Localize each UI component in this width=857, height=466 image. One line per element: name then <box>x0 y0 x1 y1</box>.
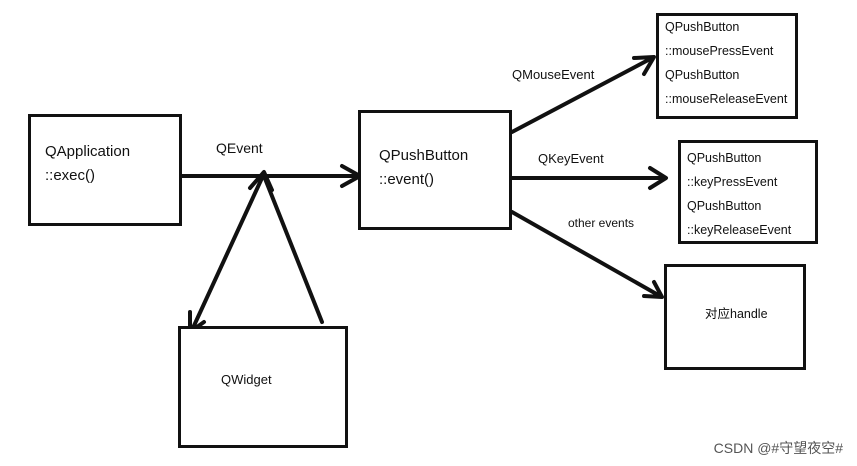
qwidget-node: QWidget <box>178 326 348 448</box>
qwidget-label: QWidget <box>221 372 272 387</box>
mouse-handlers-line4: ::mouseReleaseEvent <box>665 92 788 106</box>
mouse-handlers-line2: ::mousePressEvent <box>665 44 774 58</box>
key-handlers-node: QPushButton ::keyPressEvent QPushButton … <box>678 140 818 244</box>
other-handler-node: 对应handle <box>664 264 806 370</box>
edge-label-qevent: QEvent <box>216 140 263 156</box>
mouse-handlers-node: QPushButton ::mousePressEvent QPushButto… <box>656 13 798 119</box>
qpushbutton-event-line1: QPushButton <box>379 147 469 164</box>
arrow-qkeyevent <box>510 166 668 190</box>
qapplication-line1: QApplication <box>45 143 131 160</box>
qpushbutton-event-node: QPushButton ::event() <box>358 110 512 230</box>
arrow-other-events <box>510 210 664 299</box>
arrow-widget-to-event <box>248 170 324 324</box>
mouse-handlers-line3: QPushButton <box>665 68 740 82</box>
qapplication-line2: ::exec() <box>45 167 96 184</box>
mouse-handlers-line1: QPushButton <box>665 20 740 34</box>
arrow-event-to-widget <box>188 176 264 334</box>
arrow-qmouseevent <box>510 55 656 134</box>
edge-label-qkeyevent: QKeyEvent <box>538 151 604 166</box>
key-handlers-line1: QPushButton <box>687 151 762 165</box>
key-handlers-line2: ::keyPressEvent <box>687 175 778 189</box>
qapplication-node: QApplication ::exec() <box>28 114 182 226</box>
watermark-text: CSDN @#守望夜空# <box>713 440 843 456</box>
key-handlers-line3: QPushButton <box>687 199 762 213</box>
edge-label-qmouseevent: QMouseEvent <box>512 67 595 82</box>
key-handlers-line4: ::keyReleaseEvent <box>687 223 792 237</box>
qpushbutton-event-line2: ::event() <box>379 171 435 188</box>
other-handler-label: 对应handle <box>705 307 768 321</box>
edge-label-other-events: other events <box>568 216 635 230</box>
